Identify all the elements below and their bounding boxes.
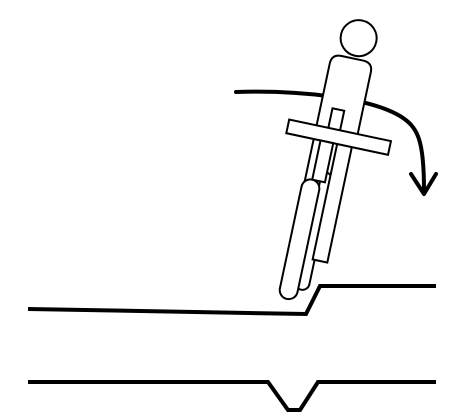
ground-with-curb — [28, 286, 436, 314]
rider-and-bike — [253, 10, 415, 313]
rider-head — [337, 17, 380, 60]
ground-with-pothole — [28, 382, 436, 410]
